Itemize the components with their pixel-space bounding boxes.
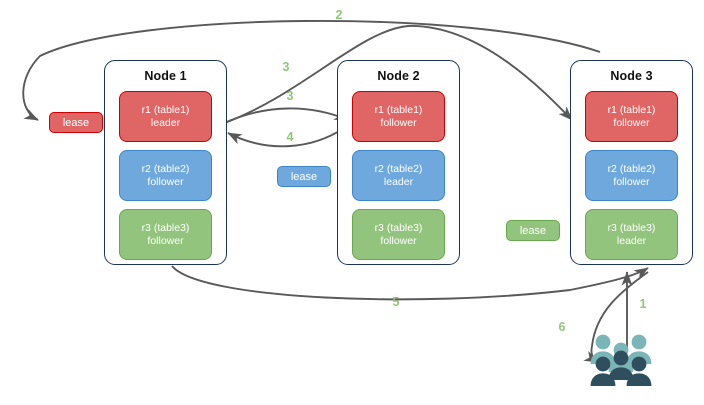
- lease-label: lease: [290, 170, 318, 183]
- replica-r3-node3[interactable]: r3 (table3) leader: [585, 209, 678, 260]
- replica-name: r2 (table2): [607, 162, 656, 175]
- step-label-1: 1: [639, 297, 647, 311]
- replica-r2-node3[interactable]: r2 (table2) follower: [585, 150, 678, 201]
- lease-badge-node3: lease: [506, 220, 560, 241]
- replica-role: leader: [383, 175, 414, 188]
- step-label-3-upper: 3: [282, 60, 290, 74]
- replica-r1-node2[interactable]: r1 (table1) follower: [352, 91, 445, 142]
- node-container-1[interactable]: Node 1 r1 (table1) leader r2 (table2) fo…: [104, 60, 227, 265]
- replica-name: r1 (table1): [607, 103, 656, 116]
- replica-r1-node1[interactable]: r1 (table1) leader: [119, 91, 212, 142]
- replica-name: r3 (table3): [374, 221, 423, 234]
- replica-name: r1 (table1): [141, 103, 190, 116]
- replica-role: leader: [150, 116, 181, 129]
- replica-r1-node3[interactable]: r1 (table1) follower: [585, 91, 678, 142]
- node-container-2[interactable]: Node 2 r1 (table1) follower r2 (table2) …: [337, 60, 460, 265]
- replica-name: r3 (table3): [141, 221, 190, 234]
- replica-name: r2 (table2): [374, 162, 423, 175]
- replica-r2-node2[interactable]: r2 (table2) leader: [352, 150, 445, 201]
- lease-label: lease: [519, 224, 547, 237]
- replica-role: follower: [613, 175, 650, 188]
- node-title-2: Node 2: [377, 69, 420, 83]
- step-label-4: 4: [286, 130, 294, 144]
- node-title-3: Node 3: [610, 69, 653, 83]
- replica-role: follower: [147, 175, 184, 188]
- lease-badge-node1: lease: [49, 112, 103, 133]
- edge-3-node1-to-node2: [221, 107, 349, 125]
- replica-r2-node1[interactable]: r2 (table2) follower: [119, 150, 212, 201]
- step-label-5: 5: [392, 295, 400, 309]
- replica-role: follower: [147, 234, 184, 247]
- replica-role: follower: [613, 116, 650, 129]
- replica-role: follower: [380, 116, 417, 129]
- step-label-6: 6: [558, 320, 566, 334]
- replica-role: leader: [616, 234, 647, 247]
- lease-label: lease: [62, 116, 90, 129]
- step-label-2: 2: [335, 8, 343, 22]
- replica-r3-node1[interactable]: r3 (table3) follower: [119, 209, 212, 260]
- step-label-3-lower: 3: [286, 89, 294, 103]
- replica-name: r2 (table2): [141, 162, 190, 175]
- people-group-icon: [590, 334, 652, 386]
- replica-r3-node2[interactable]: r3 (table3) follower: [352, 209, 445, 260]
- replica-name: r1 (table1): [374, 103, 423, 116]
- replica-role: follower: [380, 234, 417, 247]
- edge-5-node1-to-node3: [171, 265, 649, 301]
- node-container-3[interactable]: Node 3 r1 (table1) follower r2 (table2) …: [570, 60, 693, 265]
- node-title-1: Node 1: [144, 69, 187, 83]
- replica-name: r3 (table3): [607, 221, 656, 234]
- lease-badge-node2: lease: [277, 166, 331, 187]
